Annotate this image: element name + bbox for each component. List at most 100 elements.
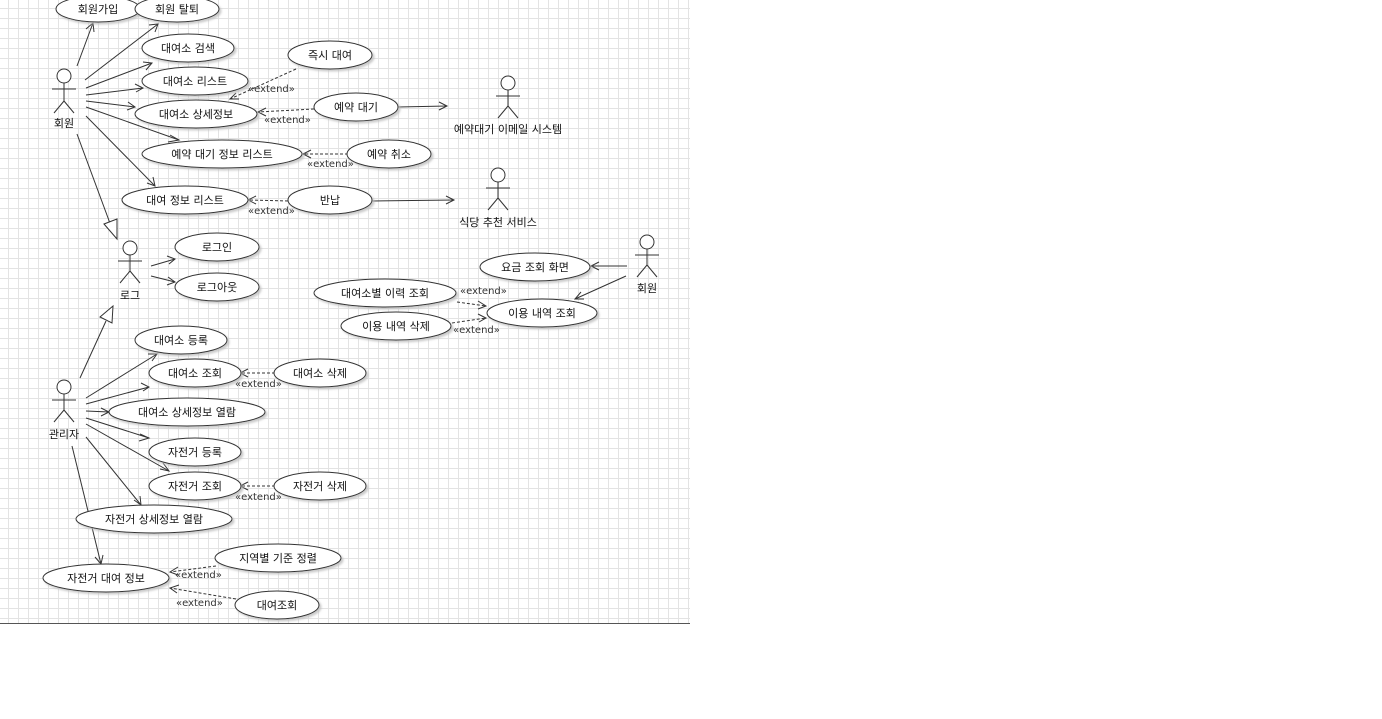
- svg-text:이용 내역 조회: 이용 내역 조회: [508, 307, 576, 320]
- use-case-station-register[interactable]: 대여소 등록: [134, 325, 228, 355]
- actor-admin[interactable]: 관리자: [49, 379, 79, 441]
- use-case-station-detail-browse[interactable]: 대여소 상세정보 열람: [108, 397, 266, 427]
- use-case-rental-info-list[interactable]: 대여 정보 리스트: [121, 185, 249, 215]
- use-case-withdraw[interactable]: 회원 탈퇴: [134, 0, 220, 23]
- arrowhead: [168, 584, 180, 594]
- extend-label: «extend»: [460, 286, 507, 297]
- use-case-bike-view[interactable]: 자전거 조회: [148, 471, 242, 501]
- svg-text:대여조회: 대여조회: [257, 599, 297, 612]
- extend-label: «extend»: [235, 379, 282, 390]
- assoc-wait-email: [397, 105, 448, 108]
- arrowhead: [166, 255, 176, 265]
- svg-text:반납: 반납: [320, 194, 340, 207]
- actor-member-label: 회원: [54, 117, 74, 130]
- arrowhead: [477, 313, 488, 323]
- use-case-cancel-reservation[interactable]: 예약 취소: [346, 139, 432, 169]
- svg-text:예약 대기 정보 리스트: 예약 대기 정보 리스트: [171, 147, 273, 161]
- use-case-station-list[interactable]: 대여소 리스트: [141, 66, 249, 96]
- use-case-bike-register[interactable]: 자전거 등록: [148, 437, 242, 467]
- svg-text:대여소 상세정보: 대여소 상세정보: [159, 108, 233, 121]
- extends: [169, 68, 487, 600]
- arrowhead: [438, 101, 449, 111]
- use-case-rental-view[interactable]: 대여조회: [234, 590, 320, 620]
- use-case-region-sort[interactable]: 지역별 기준 정렬: [214, 543, 342, 573]
- use-case-instant-rental[interactable]: 즉시 대여: [287, 40, 373, 70]
- use-case-station-search[interactable]: 대여소 검색: [141, 33, 235, 63]
- assoc-admin-view: [85, 386, 150, 405]
- arrowhead: [146, 176, 156, 187]
- assoc-member-rentalinfo: [85, 115, 156, 187]
- actor-email-system-label: 예약대기 이메일 시스템: [454, 122, 562, 136]
- svg-text:예약 취소: 예약 취소: [367, 147, 411, 161]
- extend-label: «extend»: [264, 115, 311, 126]
- svg-text:자전거 조회: 자전거 조회: [168, 480, 222, 493]
- assoc-admin-bikerental: [71, 445, 102, 565]
- assoc-log-logout: [150, 275, 176, 283]
- actor-reservation-email-system[interactable]: 예약대기 이메일 시스템: [454, 75, 562, 136]
- use-case-station-detail[interactable]: 대여소 상세정보: [134, 99, 258, 129]
- use-case-bike-delete[interactable]: 자전거 삭제: [273, 471, 367, 501]
- use-case-return[interactable]: 반납: [287, 185, 373, 215]
- actor-admin-label: 관리자: [49, 428, 79, 441]
- diagram-canvas: «extend» «extend» «extend» «extend» «ext…: [0, 0, 690, 624]
- arrowhead: [142, 61, 153, 71]
- assoc-rmember-usage: [574, 275, 627, 300]
- arrowhead: [168, 566, 179, 576]
- svg-text:대여소 검색: 대여소 검색: [161, 42, 215, 55]
- actor-member[interactable]: 회원: [52, 68, 76, 130]
- svg-text:자전거 등록: 자전거 등록: [168, 446, 222, 459]
- arrowhead: [167, 134, 181, 143]
- use-case-station-history-view[interactable]: 대여소별 이력 조회: [313, 278, 457, 308]
- actor-restaurant-service[interactable]: 식당 추천 서비스: [459, 167, 537, 229]
- extend-label: «extend»: [176, 598, 223, 609]
- assoc-member-search: [85, 62, 153, 89]
- use-case-fee-view-screen[interactable]: 요금 조회 화면: [479, 252, 591, 282]
- arrowhead: [126, 101, 137, 111]
- svg-text:예약 대기: 예약 대기: [334, 100, 378, 114]
- use-case-wait-info-list[interactable]: 예약 대기 정보 리스트: [141, 139, 303, 169]
- svg-text:대여소 삭제: 대여소 삭제: [293, 367, 347, 380]
- svg-text:자전거 상세정보 열람: 자전거 상세정보 열람: [105, 513, 203, 526]
- assoc-member-signup: [76, 22, 94, 67]
- actors: 회원 예약대기 이메일 시스템 식당 추천 서비스 로그: [49, 68, 659, 441]
- use-case-station-view[interactable]: 대여소 조회: [148, 358, 242, 388]
- use-case-login[interactable]: 로그인: [174, 232, 260, 262]
- assoc-member-detail: [85, 100, 136, 108]
- use-case-reservation-wait[interactable]: 예약 대기: [313, 92, 399, 122]
- use-cases: 회원가입 회원 탈퇴 대여소 검색 대여소 리스트 즉시 대여 대여소 상세정보…: [42, 0, 598, 620]
- svg-text:대여소 상세정보 열람: 대여소 상세정보 열람: [138, 406, 236, 419]
- use-case-bike-rental-info[interactable]: 자전거 대여 정보: [42, 563, 170, 593]
- associations: [71, 22, 627, 566]
- svg-text:로그인: 로그인: [202, 241, 232, 254]
- use-case-logout[interactable]: 로그아웃: [174, 272, 260, 302]
- use-case-bike-detail-browse[interactable]: 자전거 상세정보 열람: [75, 504, 233, 534]
- arrowhead: [140, 382, 150, 392]
- actor-log[interactable]: 로그: [118, 240, 142, 302]
- arrowhead: [148, 23, 159, 33]
- generalization-member-log: [76, 133, 112, 227]
- actor-member-right[interactable]: 회원: [635, 234, 659, 295]
- arrowhead: [589, 261, 600, 271]
- svg-text:회원가입: 회원가입: [78, 3, 118, 16]
- svg-text:대여 정보 리스트: 대여 정보 리스트: [146, 194, 224, 207]
- extend-label: «extend»: [248, 84, 295, 95]
- actor-restaurant-label: 식당 추천 서비스: [459, 215, 537, 229]
- assoc-member-list: [85, 87, 144, 96]
- actor-member-right-label: 회원: [637, 282, 657, 295]
- arrowhead: [445, 195, 456, 205]
- use-case-signup[interactable]: 회원가입: [55, 0, 141, 23]
- arrowhead: [138, 433, 151, 442]
- generalization-admin-log: [79, 320, 107, 379]
- use-case-usage-history-delete[interactable]: 이용 내역 삭제: [340, 311, 452, 341]
- use-case-station-delete[interactable]: 대여소 삭제: [273, 358, 367, 388]
- assoc-admin-bikeview: [85, 423, 170, 472]
- svg-text:요금 조회 화면: 요금 조회 화면: [501, 261, 569, 274]
- use-case-usage-history-view[interactable]: 이용 내역 조회: [486, 298, 598, 328]
- extend-return-rentalinfo: [247, 199, 289, 202]
- extend-label: «extend»: [307, 159, 354, 170]
- use-case-diagram: «extend» «extend» «extend» «extend» «ext…: [42, 0, 659, 620]
- extend-label: «extend»: [248, 206, 295, 217]
- arrowhead: [228, 92, 239, 100]
- assoc-member-withdraw: [84, 23, 159, 81]
- assoc-admin-bikereg: [85, 417, 150, 439]
